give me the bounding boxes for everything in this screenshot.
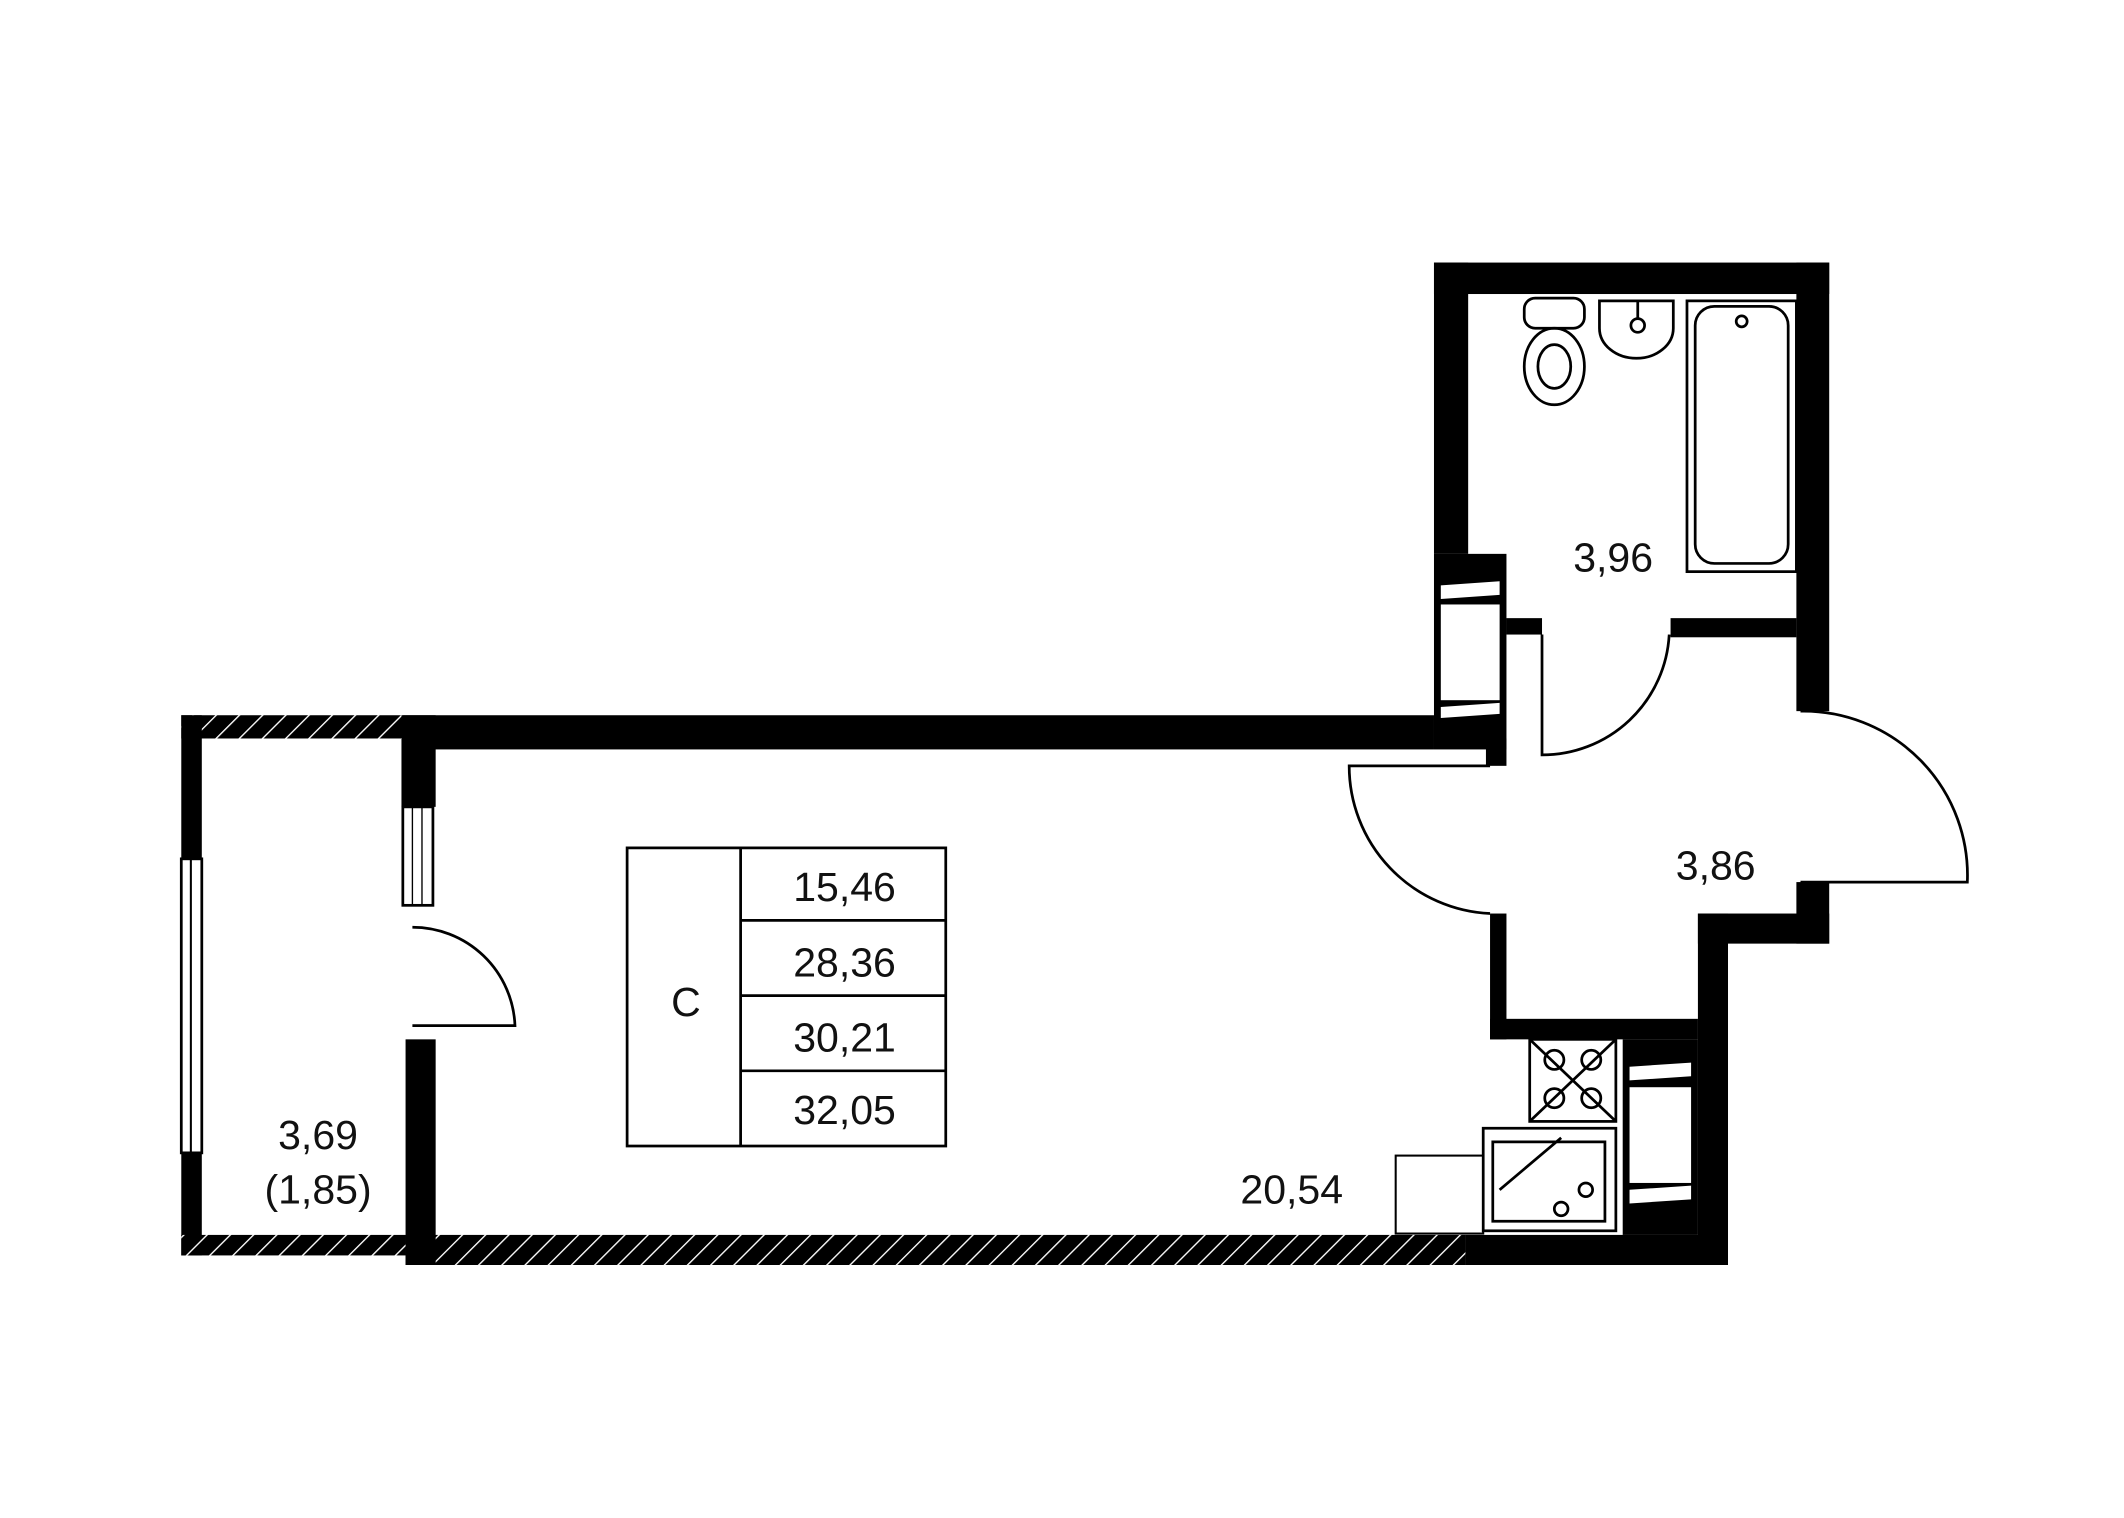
sink [1598,299,1675,360]
table-value: 30,21 [793,1015,896,1061]
table-value: 32,05 [793,1087,896,1133]
kitchen-sink [1481,1126,1618,1233]
walls [181,262,1830,1265]
table-value: 28,36 [793,939,896,985]
balcony-window [179,857,204,1155]
vent-shaft [1433,553,1507,750]
balcony-area: 3,69 [278,1112,358,1158]
table-value: 15,46 [793,864,896,910]
bathroom-area: 3,96 [1573,535,1653,581]
kitchen-counter [1394,1154,1485,1235]
summary-table [625,846,948,1148]
bathtub [1685,299,1798,574]
hallway-area: 3,86 [1676,842,1756,888]
doors [412,634,1969,1028]
main-room-area: 20,54 [1240,1166,1343,1212]
toilet [1522,296,1586,407]
kitchen-vent [1622,1039,1698,1235]
stove [1528,1037,1618,1123]
apartment-type-label: С [671,979,701,1025]
balcony-reduced-area: (1,85) [264,1166,371,1212]
balcony-door-window [401,805,435,907]
